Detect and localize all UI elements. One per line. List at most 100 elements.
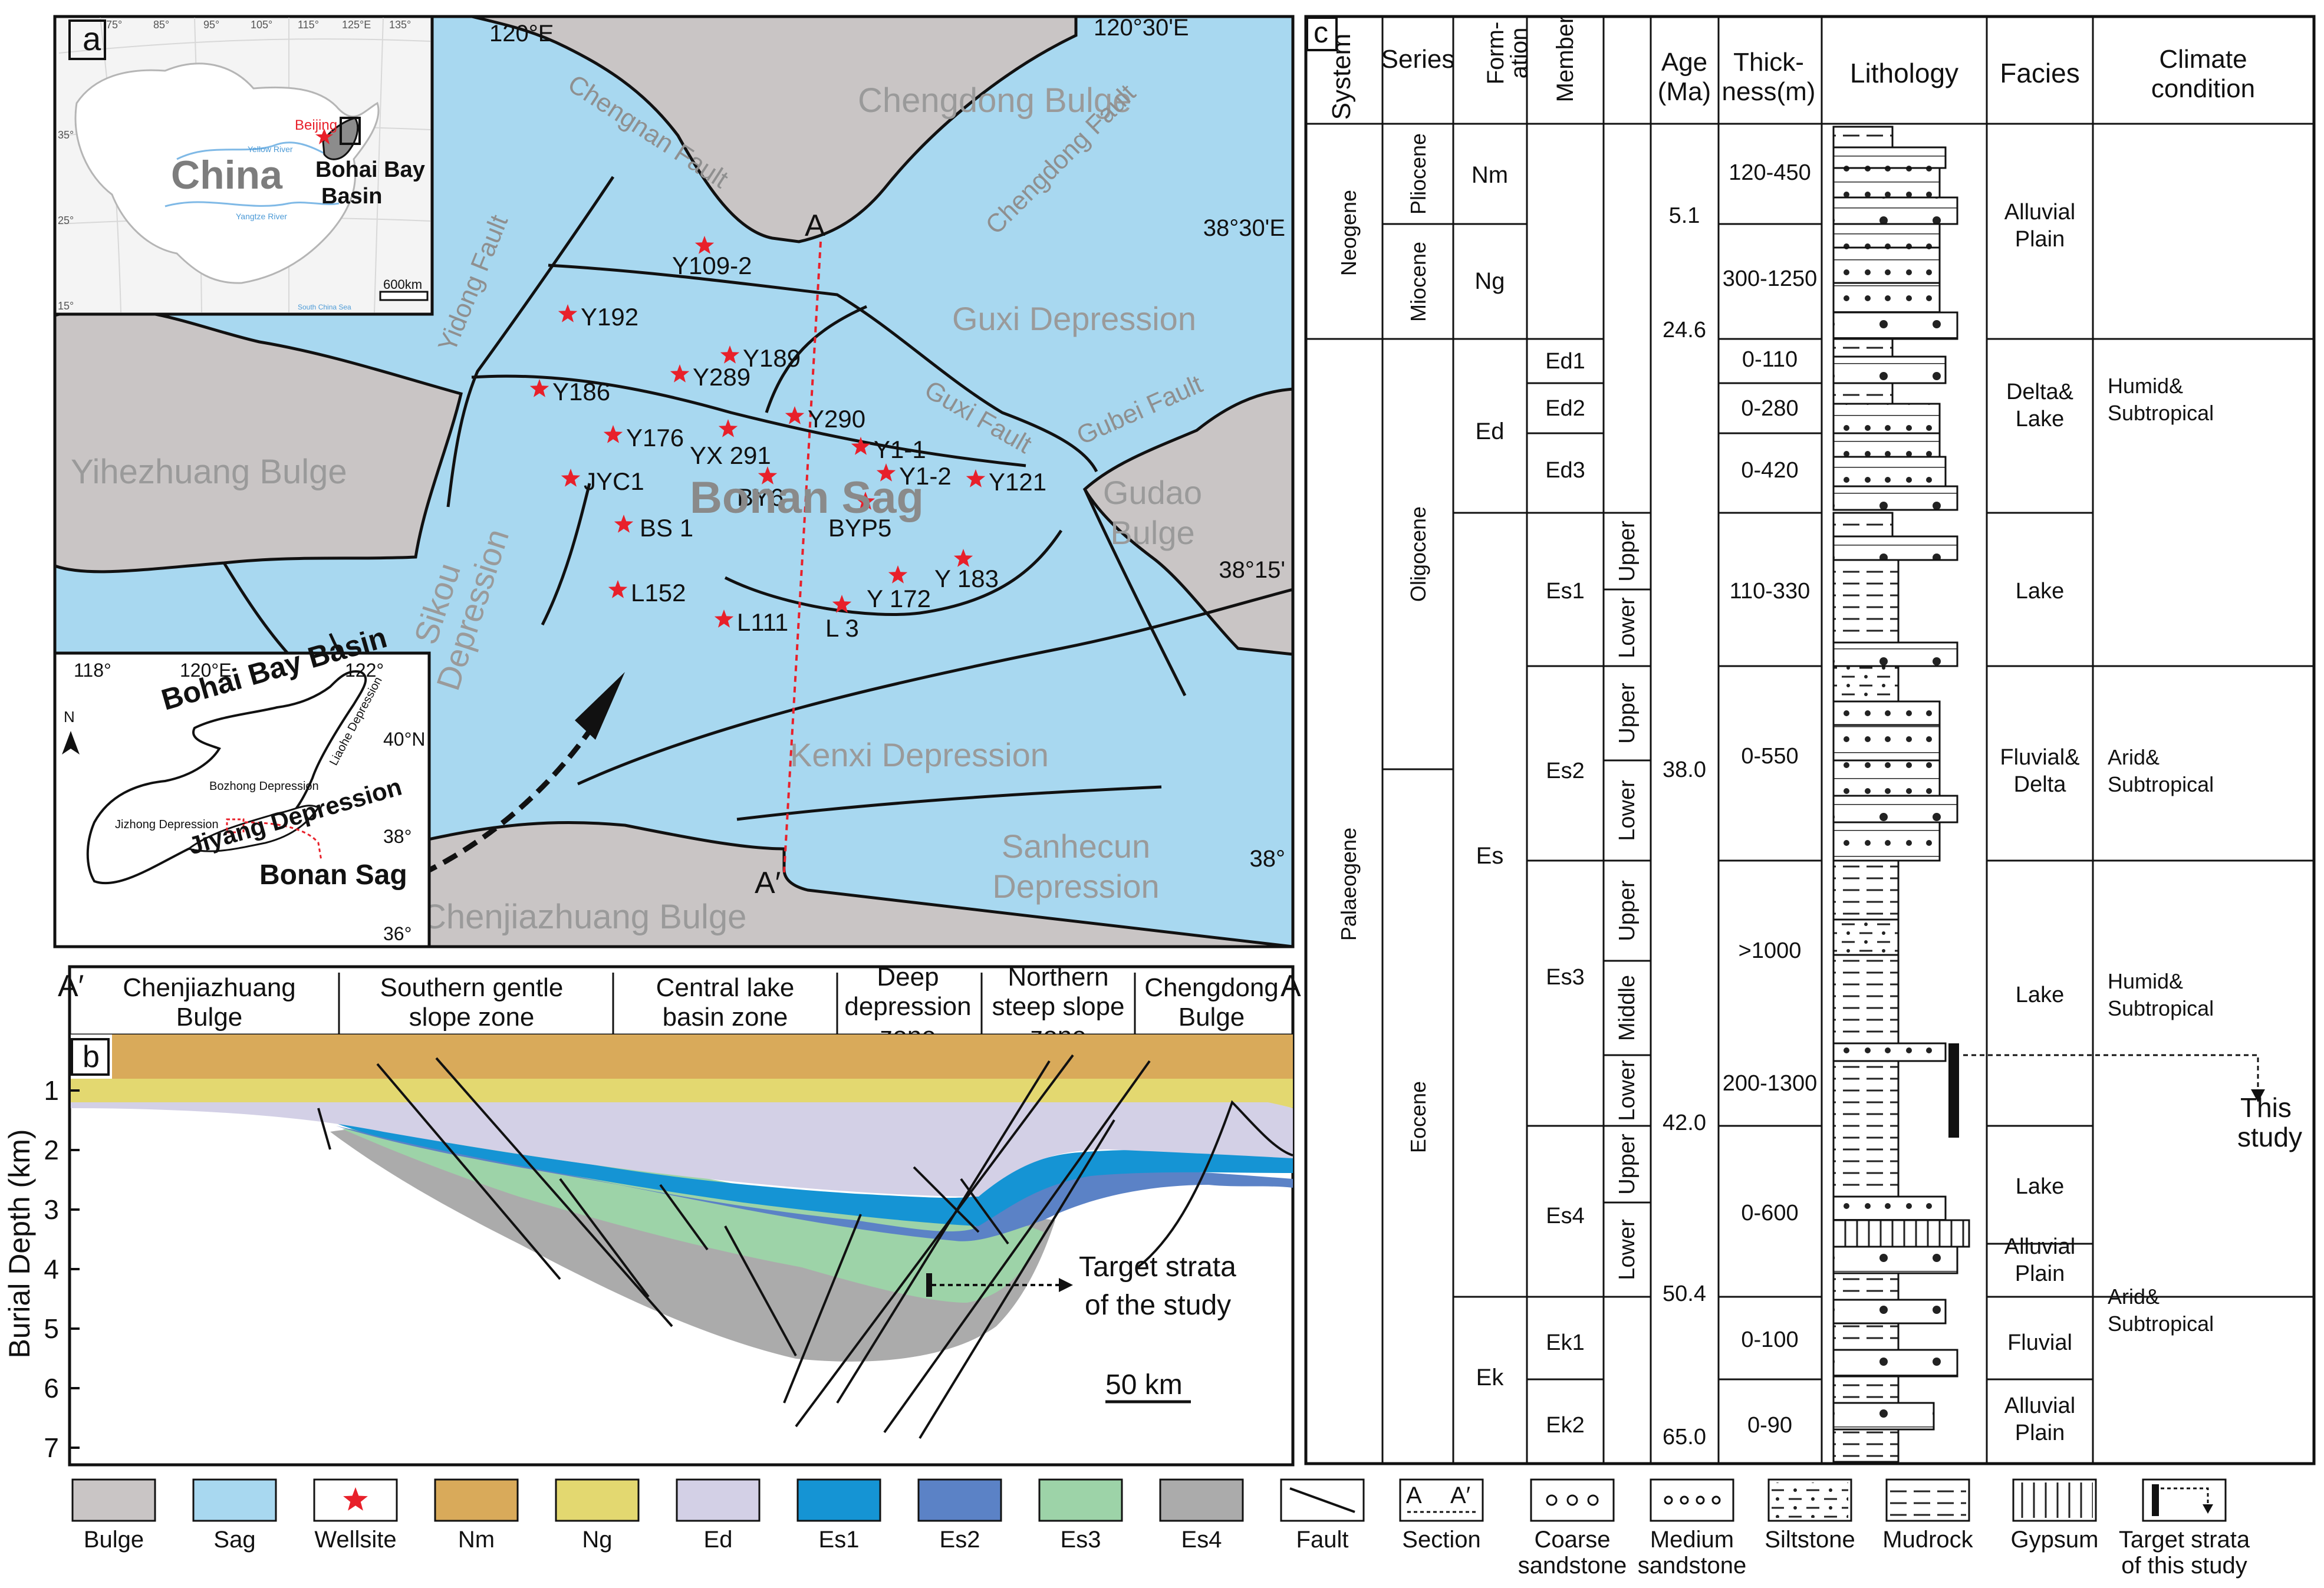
- age-label: 65.0: [1663, 1425, 1706, 1449]
- legend-label: Fault: [1296, 1527, 1349, 1553]
- bohai-lon-tick: 122°: [345, 660, 384, 681]
- beijing-star-marker: [315, 129, 333, 144]
- formation-es: Es: [1476, 843, 1504, 869]
- member-es1: Es1: [1546, 579, 1584, 604]
- facies-label: Fluvial&: [2000, 745, 2079, 770]
- age-label: 38.0: [1663, 757, 1706, 782]
- china-lat-tick: 35°: [58, 129, 74, 141]
- well-label: L111: [737, 608, 788, 636]
- lithology-band: [1832, 859, 1900, 921]
- wellsite-star-icon: [720, 345, 740, 364]
- sub-member-upper: Upper: [1615, 1134, 1640, 1195]
- climate-label: Arid&: [2108, 1284, 2160, 1309]
- y-tick-label: 2: [44, 1135, 59, 1165]
- legend-item-7: Es2: [917, 1478, 1002, 1553]
- legend-swatch: [192, 1478, 277, 1522]
- legend-swatch: [676, 1478, 761, 1522]
- section-faults: [317, 1054, 1293, 1439]
- lithology-band: [1832, 700, 1941, 726]
- legend-swatch: [1530, 1478, 1615, 1522]
- member-ek2: Ek2: [1546, 1413, 1584, 1438]
- well-y192: Y192: [558, 303, 638, 331]
- legend-item-16: Gypsum: [2011, 1478, 2099, 1553]
- well-y121: Y121: [966, 468, 1046, 496]
- facies-label: Plain: [2015, 1421, 2065, 1445]
- y-tick-label: 4: [44, 1254, 59, 1284]
- age-label: 24.6: [1663, 318, 1706, 342]
- header-formation-1: Form-: [1483, 22, 1509, 85]
- well-label: Y 183: [934, 565, 999, 592]
- legend-label: Es1: [819, 1527, 860, 1553]
- lithology-band: [1832, 1272, 1900, 1301]
- lithology-band: [1832, 1375, 1900, 1404]
- unit-label-text: Chengdong Bulge: [858, 81, 1131, 120]
- sub-member-upper: Upper: [1615, 683, 1640, 744]
- facies-label: Lake: [2016, 983, 2064, 1007]
- legend-item-3: Nm: [434, 1478, 519, 1553]
- well-label: Y189: [743, 344, 801, 372]
- wellsite-star-icon: [758, 466, 778, 485]
- y-tick-label: 6: [44, 1373, 59, 1403]
- wellsite-star-icon: [888, 565, 908, 584]
- sub-member-upper: Upper: [1615, 880, 1640, 941]
- north-label: N: [64, 708, 75, 726]
- wellsite-star-icon: [561, 469, 581, 487]
- unit-label-text: Yihezhuang Bulge: [71, 453, 347, 491]
- section-end-a-prime-label: A′: [58, 969, 84, 1003]
- zone-label-1: Southern gentle: [380, 973, 564, 1002]
- lithology-band: [1832, 246, 1941, 284]
- legend-label: Target strata: [2119, 1527, 2250, 1553]
- series-oligocene: Oligocene: [1406, 506, 1430, 602]
- well-by6: BY6: [737, 466, 784, 511]
- formation-nm: Nm: [1472, 162, 1508, 188]
- china-lon-tick: 95°: [203, 19, 219, 31]
- lithology-band: [1832, 1042, 1947, 1062]
- facies-label: Delta: [2014, 772, 2067, 797]
- zone-label-4: Northern: [1008, 963, 1108, 991]
- panel-c-letter-box: [1306, 17, 1338, 51]
- thickness-label: 0-550: [1741, 744, 1798, 769]
- system-palaeogene: Palaeogene: [1337, 828, 1361, 941]
- member-ed3: Ed3: [1545, 458, 1585, 483]
- thickness-label: 120-450: [1729, 160, 1811, 185]
- bonan-sag-arrow-head: [575, 672, 625, 740]
- header-thickness-2: ness(m): [1722, 77, 1816, 106]
- well-label: BYP5: [828, 514, 891, 542]
- yangtze-river-label: Yangtze River: [236, 212, 287, 221]
- china-lon-tick: 105°: [251, 19, 272, 31]
- coordinate-label: 38°30'E: [1203, 215, 1285, 241]
- unit-label-line: Bulge: [1110, 514, 1194, 551]
- facies-label: Alluvial: [2004, 1234, 2075, 1259]
- unit-label-yihezhuang-bulge: Yihezhuang Bulge: [71, 453, 347, 491]
- well-label: BY6: [737, 483, 784, 511]
- lithology-band: [1832, 759, 1941, 797]
- legend-swatch: [1159, 1478, 1244, 1522]
- legend-label: Mudrock: [1882, 1527, 1973, 1553]
- well-label: YX 291: [690, 442, 771, 469]
- well-byp5: BYP5: [828, 492, 891, 542]
- legend-label: Gypsum: [2011, 1527, 2099, 1553]
- thickness-label: >1000: [1739, 938, 1802, 963]
- climate-label: Subtropical: [2108, 996, 2214, 1020]
- header-member: Member: [1552, 16, 1578, 103]
- legend-swatch: [917, 1478, 1002, 1522]
- legend-swatch: [1399, 1478, 1484, 1522]
- section-symbol-a: A: [1406, 1482, 1422, 1508]
- wellsite-star-icon: [718, 419, 738, 437]
- legend-label: Sag: [213, 1527, 255, 1553]
- south-china-sea-label: South China Sea: [298, 303, 351, 311]
- header-age-2: (Ma): [1658, 77, 1711, 106]
- yellow-river-label: Yellow River: [248, 144, 293, 154]
- well-y-183: Y 183: [934, 549, 999, 592]
- zone-label-5: Bulge: [1179, 1003, 1245, 1032]
- panel-a-letter-box: [68, 19, 106, 60]
- wellsite-star-icon: [603, 425, 623, 443]
- bohai-lat-tick: 38°: [383, 826, 412, 847]
- age-label: 5.1: [1669, 203, 1700, 228]
- layer-es2: [336, 1126, 1293, 1241]
- legend-label: sandstone: [1518, 1553, 1627, 1579]
- zone-label-4: steep slope: [992, 992, 1124, 1021]
